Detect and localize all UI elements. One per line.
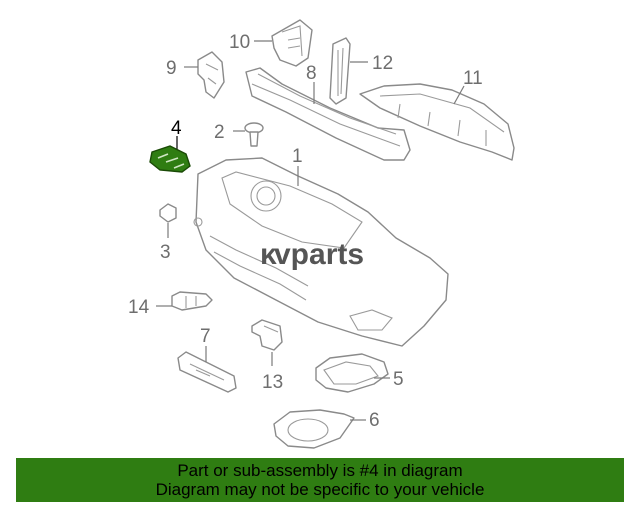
part-2-clip[interactable] bbox=[244, 122, 264, 147]
svg-text:ᴋ: ᴋ bbox=[260, 238, 277, 271]
callout-11: 11 bbox=[463, 68, 483, 89]
part-4-bracket-highlighted[interactable] bbox=[149, 145, 191, 173]
callout-6: 6 bbox=[369, 410, 380, 431]
callout-5: 5 bbox=[393, 369, 404, 390]
part-14-bulb[interactable] bbox=[171, 291, 213, 311]
part-8-reinforcement[interactable] bbox=[245, 67, 411, 161]
callout-3: 3 bbox=[160, 242, 171, 263]
part-12-bracket[interactable] bbox=[329, 37, 351, 105]
callout-9: 9 bbox=[166, 58, 177, 79]
part-10-bracket[interactable] bbox=[271, 19, 313, 67]
part-9-bracket[interactable] bbox=[197, 51, 225, 99]
callout-2: 2 bbox=[214, 122, 225, 143]
part-1-bumper-cover[interactable] bbox=[193, 157, 449, 347]
part-5-fog-lamp-cover[interactable] bbox=[315, 353, 389, 393]
callout-8: 8 bbox=[306, 63, 317, 84]
part-11-absorber[interactable] bbox=[359, 83, 515, 161]
callout-12: 12 bbox=[372, 53, 393, 74]
part-13-sensor[interactable] bbox=[251, 319, 283, 351]
callout-7: 7 bbox=[200, 326, 211, 347]
part-3-grommet[interactable] bbox=[159, 203, 177, 223]
banner-line-part-info: Part or sub-assembly is #4 in diagram bbox=[177, 461, 463, 480]
svg-text:vparts: vparts bbox=[274, 238, 364, 271]
callout-10: 10 bbox=[229, 32, 250, 53]
info-banner: Part or sub-assembly is #4 in diagram Di… bbox=[16, 458, 624, 502]
kvparts-watermark: ᴋ vparts bbox=[260, 238, 364, 271]
callout-4: 4 bbox=[171, 118, 182, 139]
callout-13: 13 bbox=[262, 372, 283, 393]
part-7-license-bracket[interactable] bbox=[177, 351, 237, 393]
part-6-fog-lamp-bezel[interactable] bbox=[273, 409, 355, 449]
callout-14: 14 bbox=[128, 297, 150, 318]
banner-line-disclaimer: Diagram may not be specific to your vehi… bbox=[155, 480, 485, 499]
callout-1: 1 bbox=[292, 146, 303, 167]
parts-diagram: 10 12 9 8 11 2 4 bbox=[128, 19, 515, 449]
